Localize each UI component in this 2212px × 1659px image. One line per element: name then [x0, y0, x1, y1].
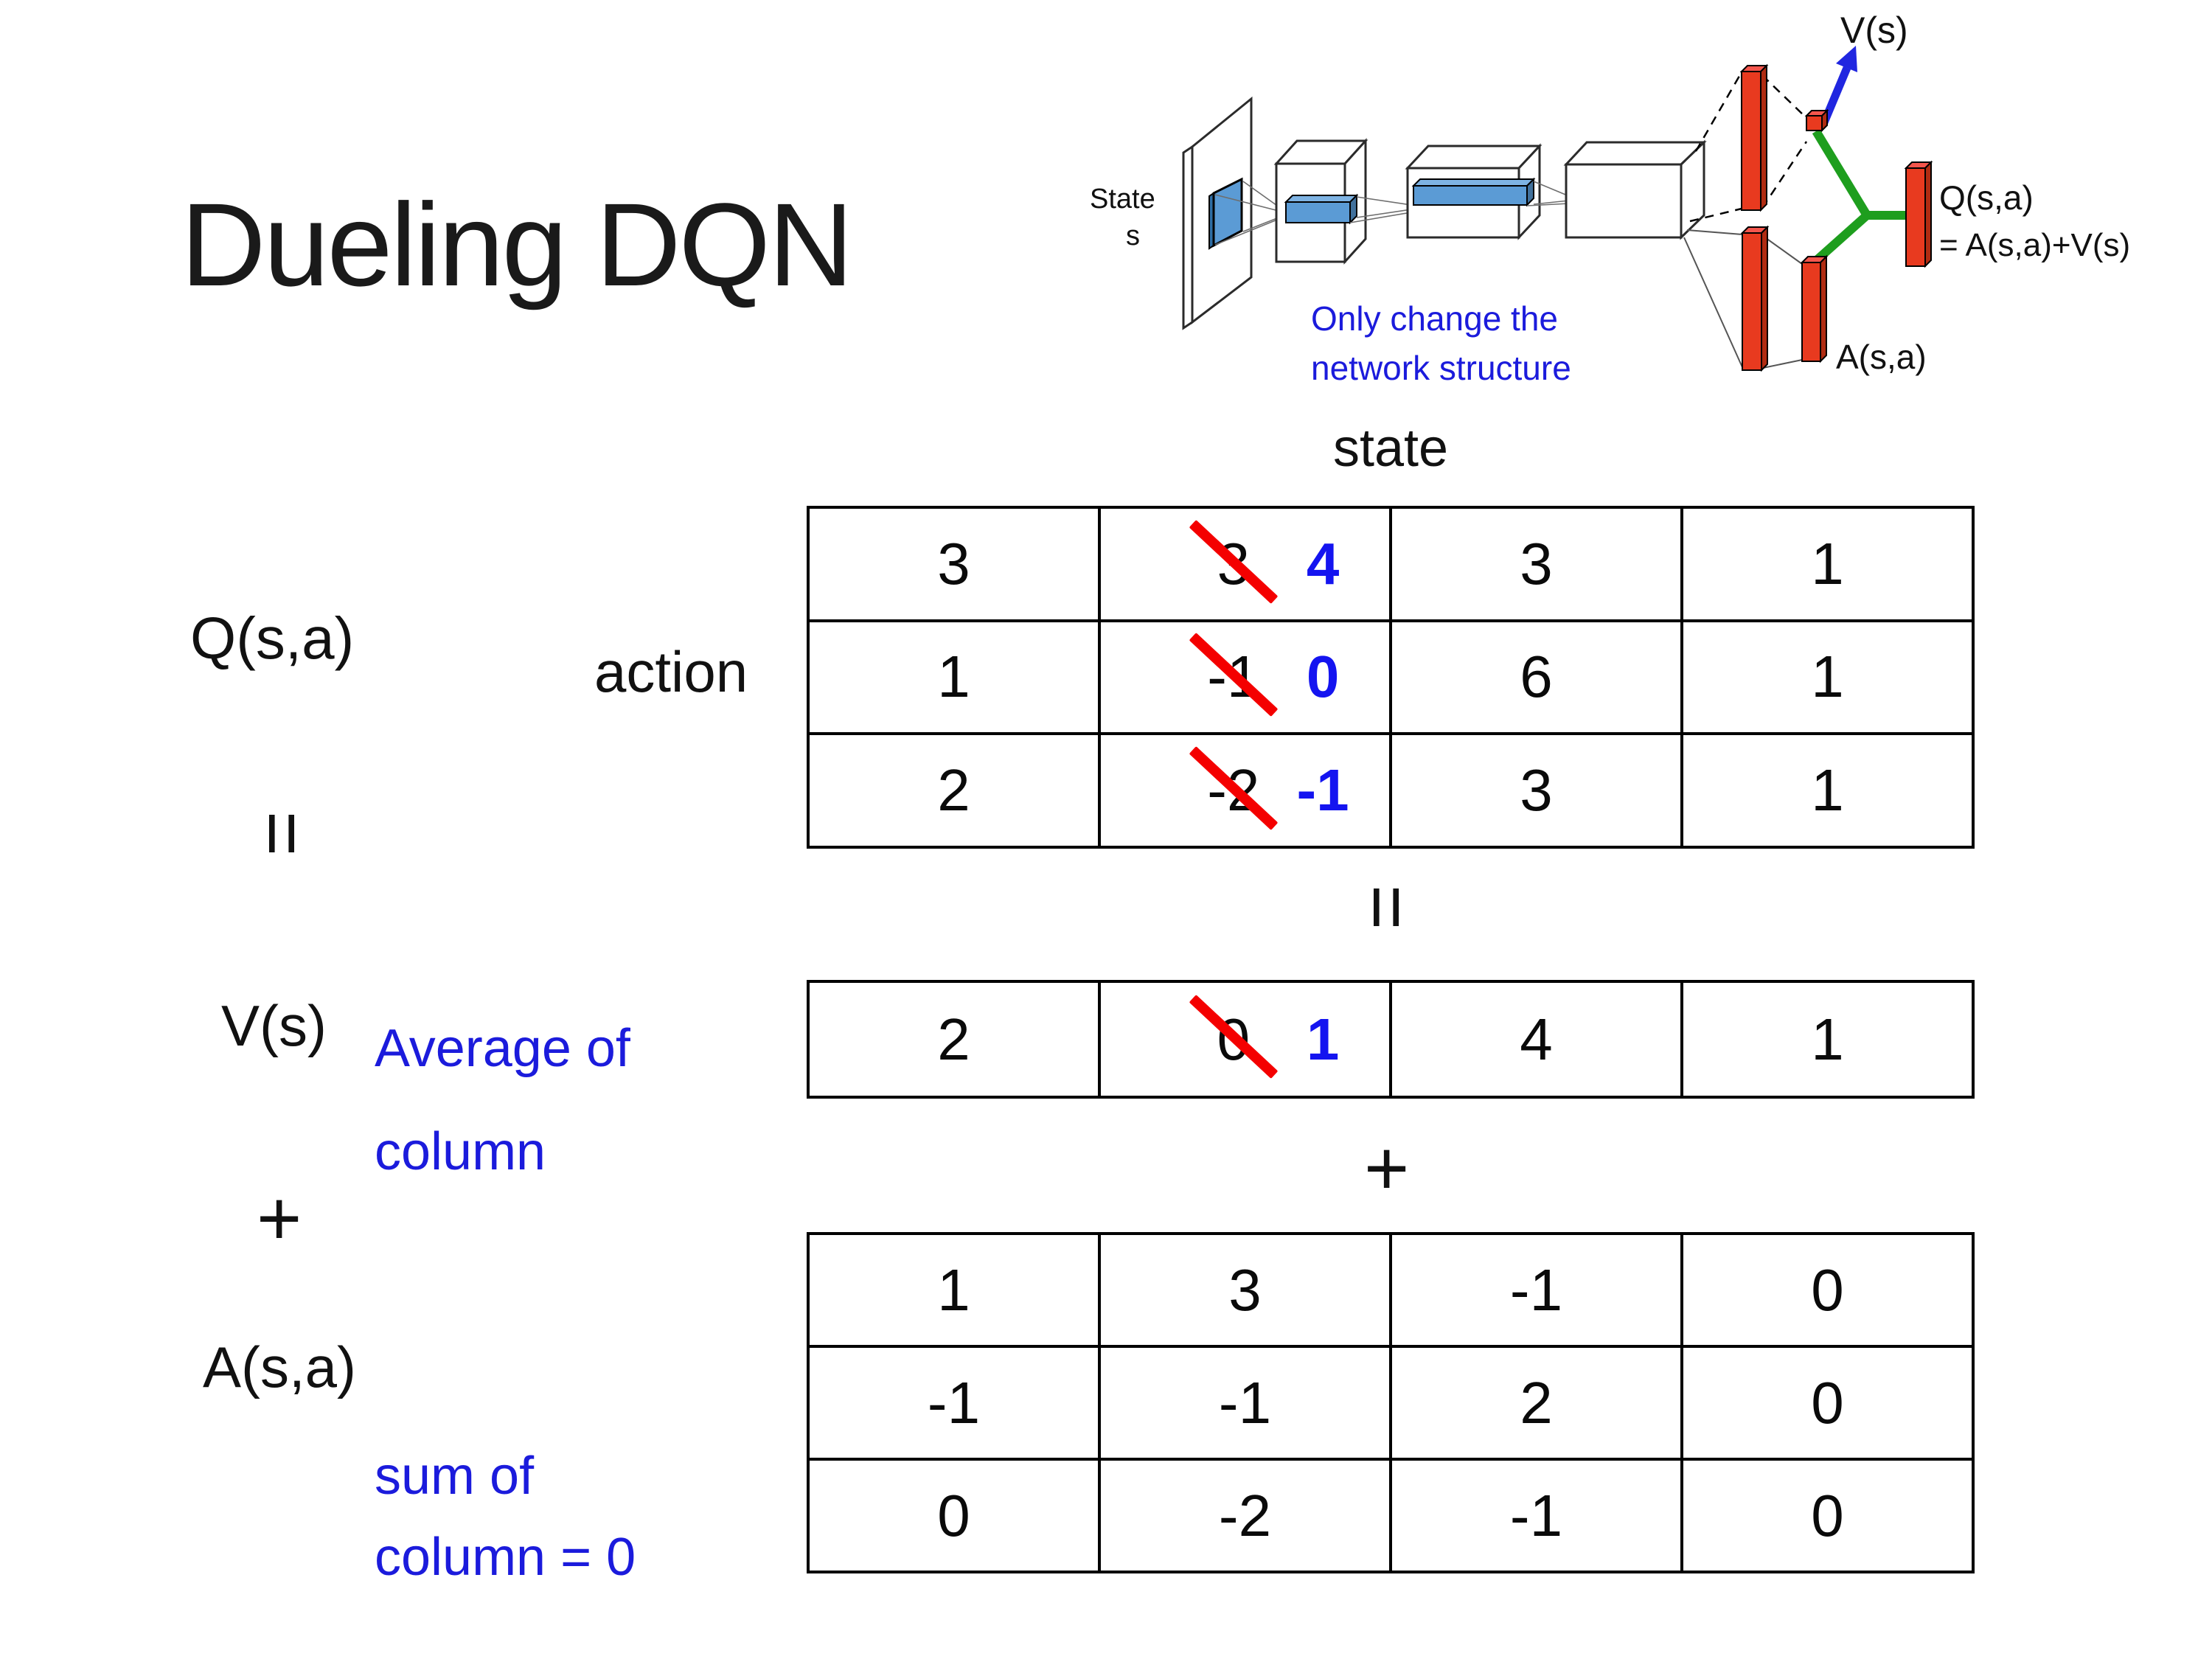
fc-bar-value-stream	[1739, 63, 1769, 212]
input-plane-side	[1182, 145, 1194, 330]
table-cell: 2	[810, 983, 1098, 1096]
new-value: -1	[1296, 757, 1349, 824]
table-cell: -1	[1392, 1461, 1680, 1571]
solid-connections	[1683, 229, 1803, 369]
cell-value: 0	[1811, 1369, 1844, 1436]
sum-connector	[1809, 128, 1906, 268]
cell-value: 6	[1520, 644, 1553, 710]
cell-value: 1	[1811, 644, 1844, 710]
diagram-state-label: State	[1090, 184, 1155, 215]
v-table: 2 0 1 4 1	[807, 980, 1975, 1099]
table-cell: 0	[1683, 1235, 1972, 1345]
cell-value: 2	[937, 757, 970, 824]
cell-value: 4	[1520, 1006, 1553, 1072]
cell-value: 0	[937, 1482, 970, 1548]
q-matrix-label: Q(s,a)	[190, 605, 355, 671]
table-cell: 0	[1683, 1348, 1972, 1458]
a-note-line1: sum of	[375, 1447, 535, 1506]
v-note-line1: Average of	[375, 1019, 630, 1078]
q-table: 3 3 4 3 1 1 -1 0 6 1 2 -2 -1 3 1	[807, 506, 1975, 849]
v-note-line2: column	[375, 1122, 546, 1181]
diagram-a-output-label: A(s,a)	[1836, 338, 1927, 376]
table-cell: 1	[1683, 622, 1972, 733]
cell-value: 3	[937, 530, 970, 597]
table-cell: 1	[1683, 735, 1972, 846]
table-cell: -1	[1101, 1348, 1389, 1458]
diagram-state-s: s	[1126, 220, 1140, 251]
table-cell-corrected: -2 -1	[1101, 735, 1389, 846]
network-diagram: State s V(s) Q(s,a) = A(s,a)+V(s) A(s,a)…	[1090, 10, 2130, 387]
new-value: 1	[1306, 1006, 1340, 1072]
cell-value: 2	[1520, 1369, 1553, 1436]
table-cell: -2	[1101, 1461, 1389, 1571]
equals-sign-left: =	[239, 810, 326, 857]
v-matrix-label: V(s)	[221, 993, 327, 1058]
table-cell-corrected: -1 0	[1101, 622, 1389, 733]
cell-value: 1	[1811, 757, 1844, 824]
table-cell: 0	[810, 1461, 1098, 1571]
cell-value: 0	[1811, 1482, 1844, 1548]
diagram-q-output-formula: = A(s,a)+V(s)	[1939, 227, 2130, 263]
slide-title: Dueling DQN	[181, 178, 854, 310]
action-axis-label: action	[594, 639, 748, 704]
plus-sign-middle: +	[1364, 1125, 1410, 1211]
cell-value: 3	[1520, 530, 1553, 597]
cell-value: 0	[1811, 1256, 1844, 1323]
value-node	[1804, 108, 1829, 133]
cell-value: 2	[937, 1006, 970, 1072]
new-value: 0	[1306, 644, 1340, 710]
table-cell: 1	[810, 622, 1098, 733]
cell-value: 3	[1520, 757, 1553, 824]
diagram-note-line2: network structure	[1311, 349, 1571, 387]
conv-box-3	[1563, 139, 1707, 240]
cell-value: -1	[1218, 1369, 1272, 1436]
table-cell: 2	[1392, 1348, 1680, 1458]
a-note-line2: column = 0	[375, 1528, 636, 1587]
cell-value: -2	[1218, 1482, 1272, 1548]
cell-value: 3	[1228, 1256, 1262, 1323]
table-cell: 4	[1392, 983, 1680, 1096]
table-cell: 3	[1392, 735, 1680, 846]
new-value: 4	[1306, 530, 1340, 597]
projection-lines	[1349, 196, 1412, 223]
fc-bar-advantage-stream	[1740, 225, 1770, 372]
plus-sign-left: +	[257, 1175, 302, 1262]
table-cell: 3	[1101, 1235, 1389, 1345]
feature-box-2	[1411, 177, 1536, 207]
diagram-q-output-label: Q(s,a)	[1939, 178, 2034, 217]
cell-value: 1	[937, 1256, 970, 1323]
diagram-v-output-label: V(s)	[1840, 10, 1908, 51]
table-cell: 3	[1392, 509, 1680, 619]
value-arrow	[1820, 46, 1857, 125]
table-cell: 1	[1683, 983, 1972, 1096]
table-cell: 3	[810, 509, 1098, 619]
table-cell: 0	[1683, 1461, 1972, 1571]
table-cell: 6	[1392, 622, 1680, 733]
cell-value: 1	[1811, 1006, 1844, 1072]
cell-value: -1	[1509, 1256, 1563, 1323]
table-cell: 2	[810, 735, 1098, 846]
dashed-connections	[1689, 72, 1808, 223]
q-output-bar	[1904, 160, 1933, 268]
table-cell: -1	[810, 1348, 1098, 1458]
cell-value: 1	[1811, 530, 1844, 597]
table-cell: 1	[810, 1235, 1098, 1345]
state-axis-label: state	[1332, 419, 1449, 478]
diagram-note-line1: Only change the	[1311, 299, 1558, 338]
table-cell-corrected: 0 1	[1101, 983, 1389, 1096]
a-table: 1 3 -1 0 -1 -1 2 0 0 -2 -1 0	[807, 1232, 1975, 1573]
cell-value: -1	[1509, 1482, 1563, 1548]
cell-value: -1	[927, 1369, 981, 1436]
feature-box-1	[1284, 193, 1359, 225]
cell-value: 1	[937, 644, 970, 710]
table-cell-corrected: 3 4	[1101, 509, 1389, 619]
table-cell: -1	[1392, 1235, 1680, 1345]
equals-sign-middle: =	[1343, 884, 1430, 931]
table-cell: 1	[1683, 509, 1972, 619]
a-matrix-label: A(s,a)	[203, 1335, 357, 1399]
advantage-bar	[1800, 254, 1829, 364]
projection-lines	[1526, 181, 1570, 206]
